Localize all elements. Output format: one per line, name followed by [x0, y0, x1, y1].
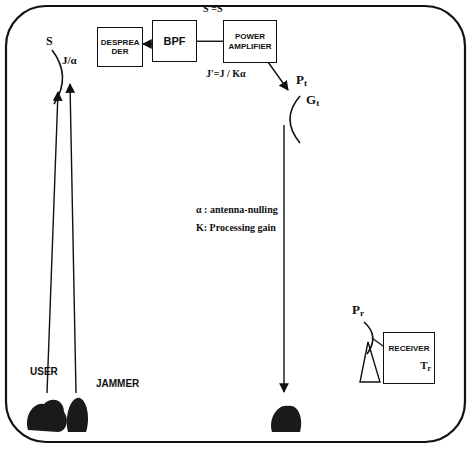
- legend-note: α : antenna-nulling: [196, 204, 278, 215]
- signal-name: S: [46, 34, 53, 49]
- process-box: POWER AMPLIFIER: [223, 20, 277, 63]
- process-box: DESPREA DER: [97, 27, 143, 67]
- user-uplink: [47, 92, 58, 393]
- box-title: POWER AMPLIFIER: [227, 32, 273, 50]
- antenna-gain: Gt: [306, 92, 319, 108]
- receiver-box: RECEIVER Tr: [383, 332, 435, 384]
- dish-mount: [360, 342, 380, 382]
- receiver-dish: [364, 322, 373, 354]
- jammer-label: JAMMER: [96, 378, 139, 389]
- ground-station: [271, 406, 301, 432]
- user-terminal: [27, 400, 67, 432]
- jammer-terminal: [67, 398, 88, 432]
- signal-equation: S'=S: [203, 3, 223, 14]
- signal-line: [197, 41, 223, 42]
- received-power: Pr: [352, 302, 364, 318]
- legend-note: K: Processing gain: [196, 222, 276, 233]
- noise-temperature: Tr: [420, 359, 431, 372]
- pa-output: [268, 62, 288, 90]
- dish-feed: [372, 338, 383, 346]
- transmit-antenna: [290, 96, 300, 143]
- signal-line: [143, 43, 152, 44]
- box-title: RECEIVER: [389, 344, 430, 353]
- transmit-power: Pt: [296, 72, 307, 88]
- process-box: BPF: [152, 20, 197, 62]
- box-title: DESPREA DER: [101, 38, 139, 56]
- earth-outline: [6, 6, 465, 442]
- jammer-uplink: [70, 84, 76, 393]
- downlink: [283, 125, 284, 392]
- box-title: BPF: [164, 35, 186, 48]
- user-label: USER: [30, 366, 58, 377]
- jammer-signal: J/α: [62, 54, 77, 66]
- jammer-equation: J'=J / Kα: [206, 68, 246, 79]
